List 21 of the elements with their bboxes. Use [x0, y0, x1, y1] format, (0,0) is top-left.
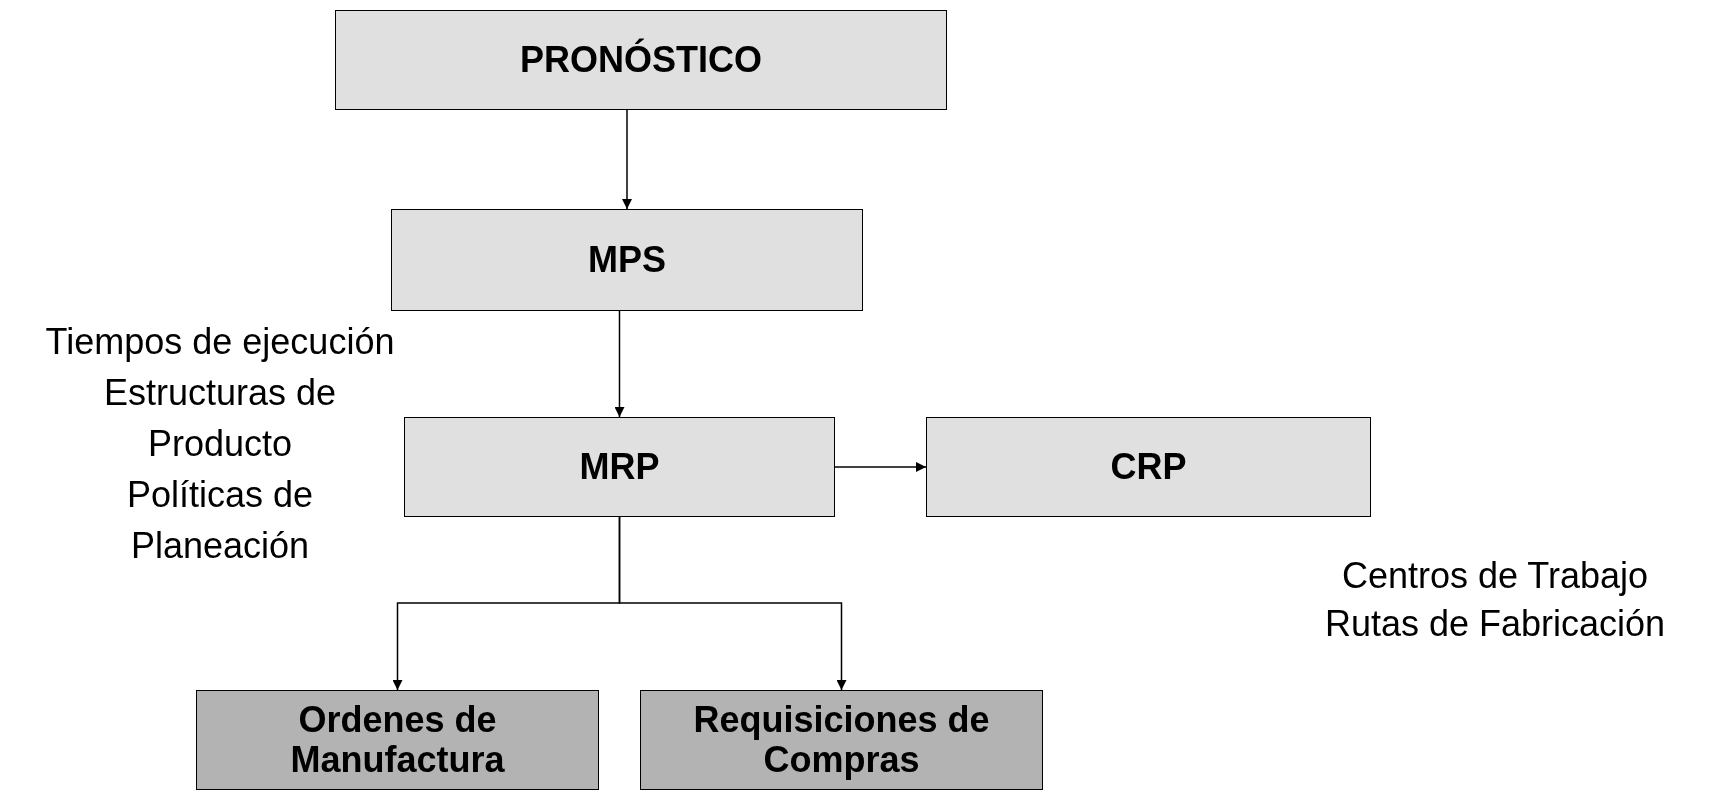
arrow: [614, 310, 625, 418]
process-box: [926, 417, 1371, 517]
box-label: PRONÓSTICO: [519, 40, 763, 80]
box-label: MRP: [578, 447, 661, 487]
box-label: Ordenes de Manufactura: [289, 700, 506, 780]
box-label: CRP: [1109, 447, 1188, 487]
input-note: Rutas de Fabricación: [1324, 602, 1666, 646]
input-note: Estructuras de Producto: [102, 371, 338, 466]
arrow: [622, 109, 632, 210]
process-box: [404, 417, 835, 517]
input-note: Políticas de Planeación: [125, 473, 315, 568]
process-box: [640, 690, 1043, 790]
arrow: [618, 516, 847, 691]
arrow: [834, 462, 927, 472]
box-label: Requisiciones de Compras: [692, 700, 991, 780]
box-label: MPS: [587, 240, 667, 280]
process-box: [391, 209, 863, 311]
process-box: [196, 690, 599, 790]
input-note: Centros de Trabajo: [1341, 554, 1649, 598]
process-box: [335, 10, 947, 110]
input-note: Tiempos de ejecución: [44, 320, 396, 364]
